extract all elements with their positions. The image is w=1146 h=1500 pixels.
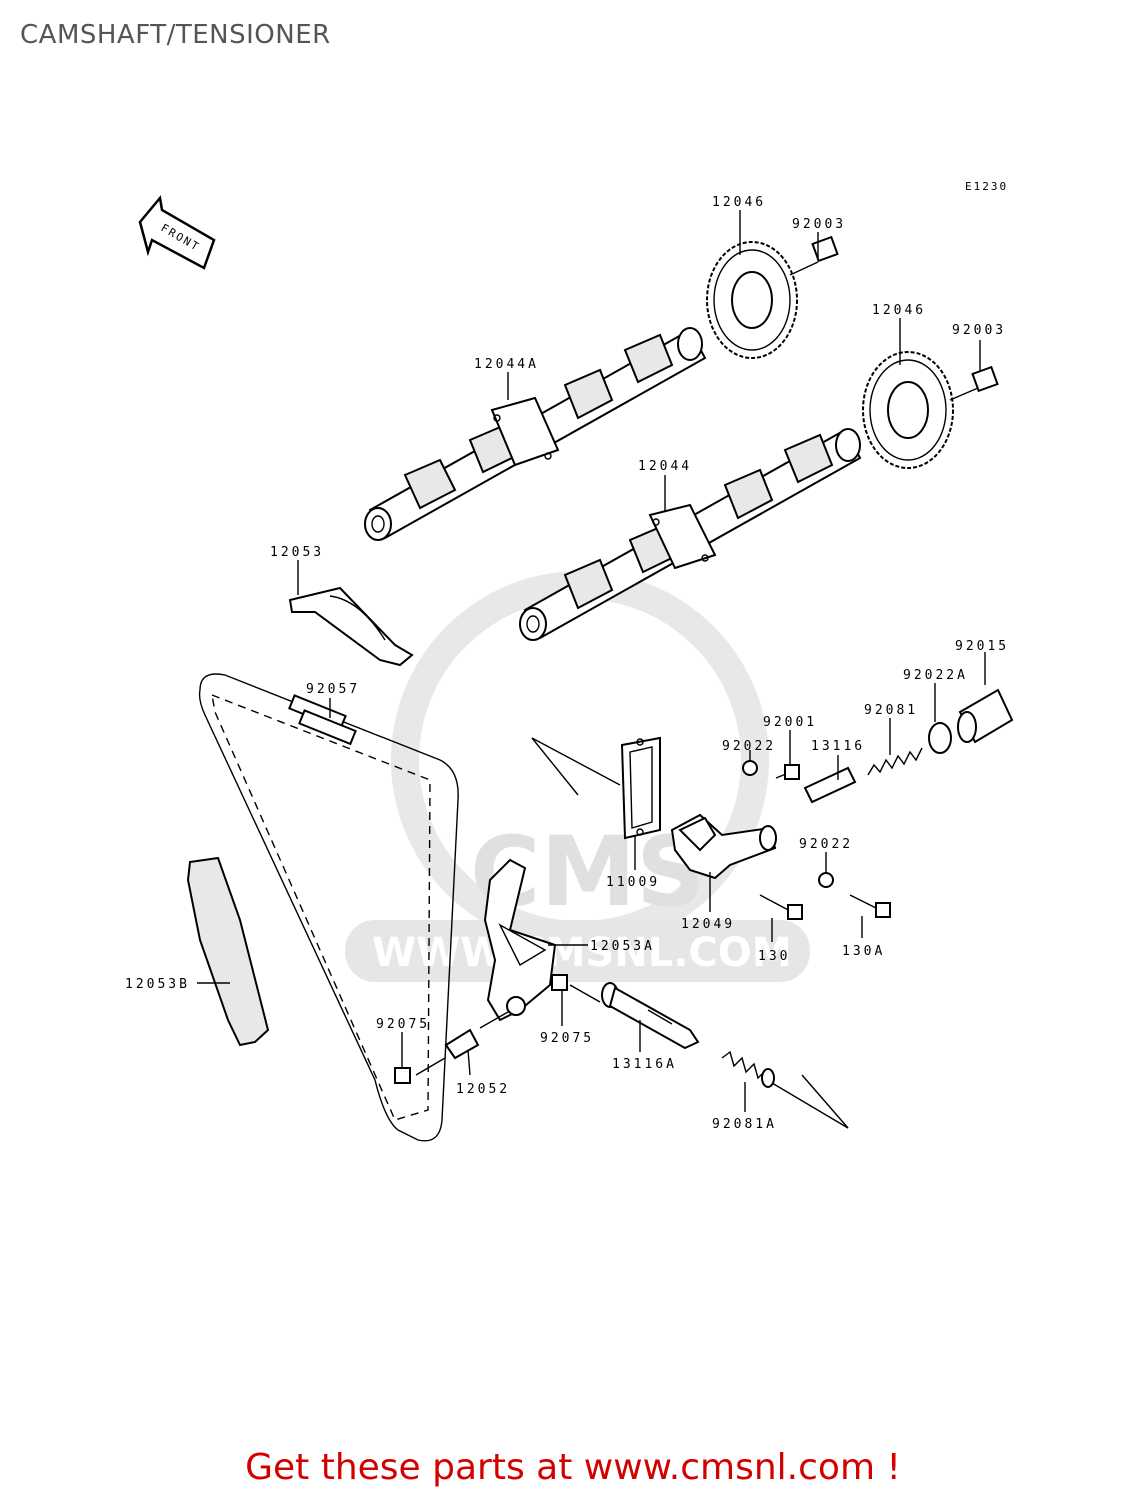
label-130A[interactable]: 130A <box>842 944 885 959</box>
pushrod-13116A <box>601 982 700 1050</box>
gasket-11009 <box>620 736 661 840</box>
bolt-130 <box>759 894 803 920</box>
tensioner-guide-12053A <box>483 858 557 1022</box>
damper-92075-right <box>551 974 568 991</box>
label-12053A[interactable]: 12053A <box>590 939 655 954</box>
tensioner-body-12049 <box>670 813 777 880</box>
bolt-92003-upper <box>789 235 839 276</box>
camshaft-12044A <box>364 327 707 541</box>
bolt-92003-lower <box>949 365 999 401</box>
plunger-13116 <box>803 766 857 804</box>
sprocket-12046-upper <box>706 241 798 359</box>
label-92022A[interactable]: 92022A <box>903 668 968 683</box>
label-130[interactable]: 130 <box>758 949 790 964</box>
label-92081[interactable]: 92081 <box>864 703 918 718</box>
label-92003-lower[interactable]: 92003 <box>952 323 1006 338</box>
washer-92022-upper <box>742 760 758 776</box>
cap-92015 <box>957 688 1014 744</box>
front-arrow-icon: FRONT <box>138 195 216 270</box>
sprocket-12046-lower <box>862 351 954 469</box>
chain-guide-12053B <box>186 856 270 1047</box>
watermark: CMS WWW.CMSNL.COM <box>345 571 810 982</box>
watermark-url: WWW.CMSNL.COM <box>372 930 792 976</box>
ref-code: E1230 <box>965 180 1008 193</box>
bolt-92001 <box>775 764 800 780</box>
label-92001[interactable]: 92001 <box>763 715 817 730</box>
label-12044A[interactable]: 12044A <box>474 357 539 372</box>
camshaft-12044 <box>519 428 862 641</box>
label-12046-lower[interactable]: 12046 <box>872 303 926 318</box>
label-12044[interactable]: 12044 <box>638 459 692 474</box>
label-92075-right[interactable]: 92075 <box>540 1031 594 1046</box>
cta-link[interactable]: Get these parts at www.cmsnl.com ! <box>245 1447 901 1488</box>
chain-guide-12053 <box>288 586 414 667</box>
label-12046-upper[interactable]: 12046 <box>712 195 766 210</box>
label-13116[interactable]: 13116 <box>811 739 865 754</box>
page-title: CAMSHAFT/TENSIONER <box>20 20 331 50</box>
chain-link-sample <box>288 694 357 746</box>
label-12053B[interactable]: 12053B <box>125 977 190 992</box>
part-labels: 12046 92003 12046 92003 12044A 12044 120… <box>125 195 1009 1132</box>
label-12053[interactable]: 12053 <box>270 545 324 560</box>
label-12049[interactable]: 12049 <box>681 917 735 932</box>
label-13116A[interactable]: 13116A <box>612 1057 677 1072</box>
label-92022-upper[interactable]: 92022 <box>722 739 776 754</box>
shoe-12052 <box>444 1028 480 1060</box>
label-11009[interactable]: 11009 <box>606 875 660 890</box>
leader-lines <box>197 210 986 1129</box>
label-92003-upper[interactable]: 92003 <box>792 217 846 232</box>
cam-chain-92057 <box>198 673 459 1142</box>
oring-92022A <box>928 722 952 754</box>
spring-92081A <box>721 1050 775 1088</box>
spring-92081 <box>867 747 923 776</box>
damper-92075-left <box>394 1067 411 1084</box>
label-92057[interactable]: 92057 <box>306 682 360 697</box>
label-92022-lower[interactable]: 92022 <box>799 837 853 852</box>
label-12052[interactable]: 12052 <box>456 1082 510 1097</box>
washer-92022-lower <box>818 872 834 888</box>
label-92015[interactable]: 92015 <box>955 639 1009 654</box>
label-92075-left[interactable]: 92075 <box>376 1017 430 1032</box>
label-92081A[interactable]: 92081A <box>712 1117 777 1132</box>
bolt-130A <box>849 894 891 918</box>
